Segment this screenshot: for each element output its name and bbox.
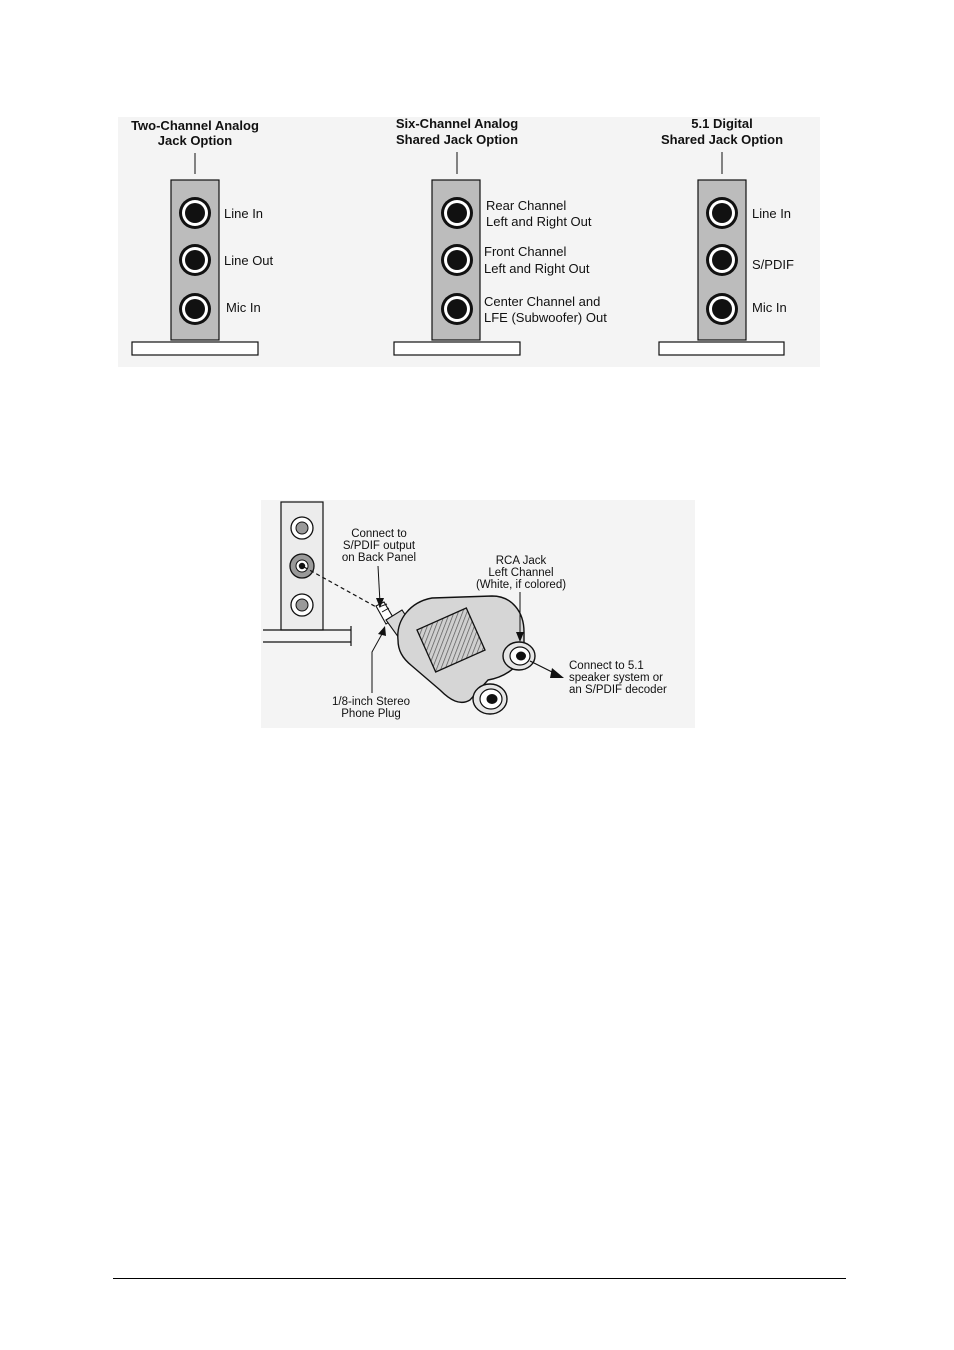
rca-note-line2: Left Channel [488, 567, 553, 579]
jack-panel-digital: 5.1 Digital Shared Jack Option Line In S… [658, 116, 794, 356]
jack-front-channel [441, 244, 473, 276]
plug-note-line1: 1/8-inch Stereo [332, 696, 410, 708]
bracket-base [131, 341, 259, 356]
speaker-note-line3: an S/PDIF decoder [569, 684, 667, 696]
jack-label: Line In [224, 206, 263, 221]
jack-label: LFE (Subwoofer) Out [484, 310, 607, 325]
spdif-callout-line [377, 565, 381, 604]
rca-callout-arrowhead [516, 632, 524, 642]
plug-callout-arrowhead [378, 626, 386, 636]
output-arrowhead [550, 668, 564, 678]
jack-spdif [706, 244, 738, 276]
bracket-base [393, 341, 521, 356]
jack-line-in [706, 197, 738, 229]
bracket-base [658, 341, 785, 356]
jack-label: Front Channel [484, 244, 566, 259]
panel-title-line1: Six-Channel Analog [396, 116, 518, 131]
back-panel-bracket [263, 501, 352, 646]
jack-panel-two-channel: Two-Channel Analog Jack Option Line In L… [131, 118, 274, 356]
panel-title-line2: Jack Option [158, 133, 232, 148]
jack-label: Left and Right Out [486, 214, 592, 229]
panel-title-line1: Two-Channel Analog [131, 118, 259, 133]
plug-callout-line [371, 633, 383, 693]
jack-panel-six-channel: Six-Channel Analog Shared Jack Option Re… [393, 116, 607, 356]
rca-y-adapter [397, 595, 536, 715]
jack-label: Line In [752, 206, 791, 221]
rca-note-line1: RCA Jack [496, 555, 547, 567]
jack-label: Center Channel and [484, 294, 600, 309]
jack-label: Rear Channel [486, 198, 566, 213]
jack-label: Mic In [226, 300, 261, 315]
panel-title-line2: Shared Jack Option [396, 132, 518, 147]
dashed-connection-line [303, 566, 379, 609]
jack-label: Line Out [224, 253, 274, 268]
jack-rear-channel [441, 197, 473, 229]
spdif-note-line3: on Back Panel [342, 552, 416, 564]
jack-line-out [179, 244, 211, 276]
footer-rule [113, 1278, 846, 1279]
speaker-note-line2: speaker system or [569, 672, 663, 684]
panel-title-line1: 5.1 Digital [691, 116, 752, 131]
rca-note-line3: (White, if colored) [476, 579, 566, 591]
jack-center-lfe [441, 293, 473, 325]
spdif-note-line2: S/PDIF output [343, 540, 416, 552]
jack-label: S/PDIF [752, 257, 794, 272]
spdif-note-line1: Connect to [351, 528, 407, 540]
panel-title-line2: Shared Jack Option [661, 132, 783, 147]
jack-label: Left and Right Out [484, 261, 590, 276]
jack-label: Mic In [752, 300, 787, 315]
jack-mic-in [179, 293, 211, 325]
plug-note-line2: Phone Plug [341, 708, 400, 720]
speaker-note-line1: Connect to 5.1 [569, 660, 644, 672]
spdif-callout-arrowhead [376, 598, 384, 608]
jack-line-in [179, 197, 211, 229]
jack-mic-in [706, 293, 738, 325]
